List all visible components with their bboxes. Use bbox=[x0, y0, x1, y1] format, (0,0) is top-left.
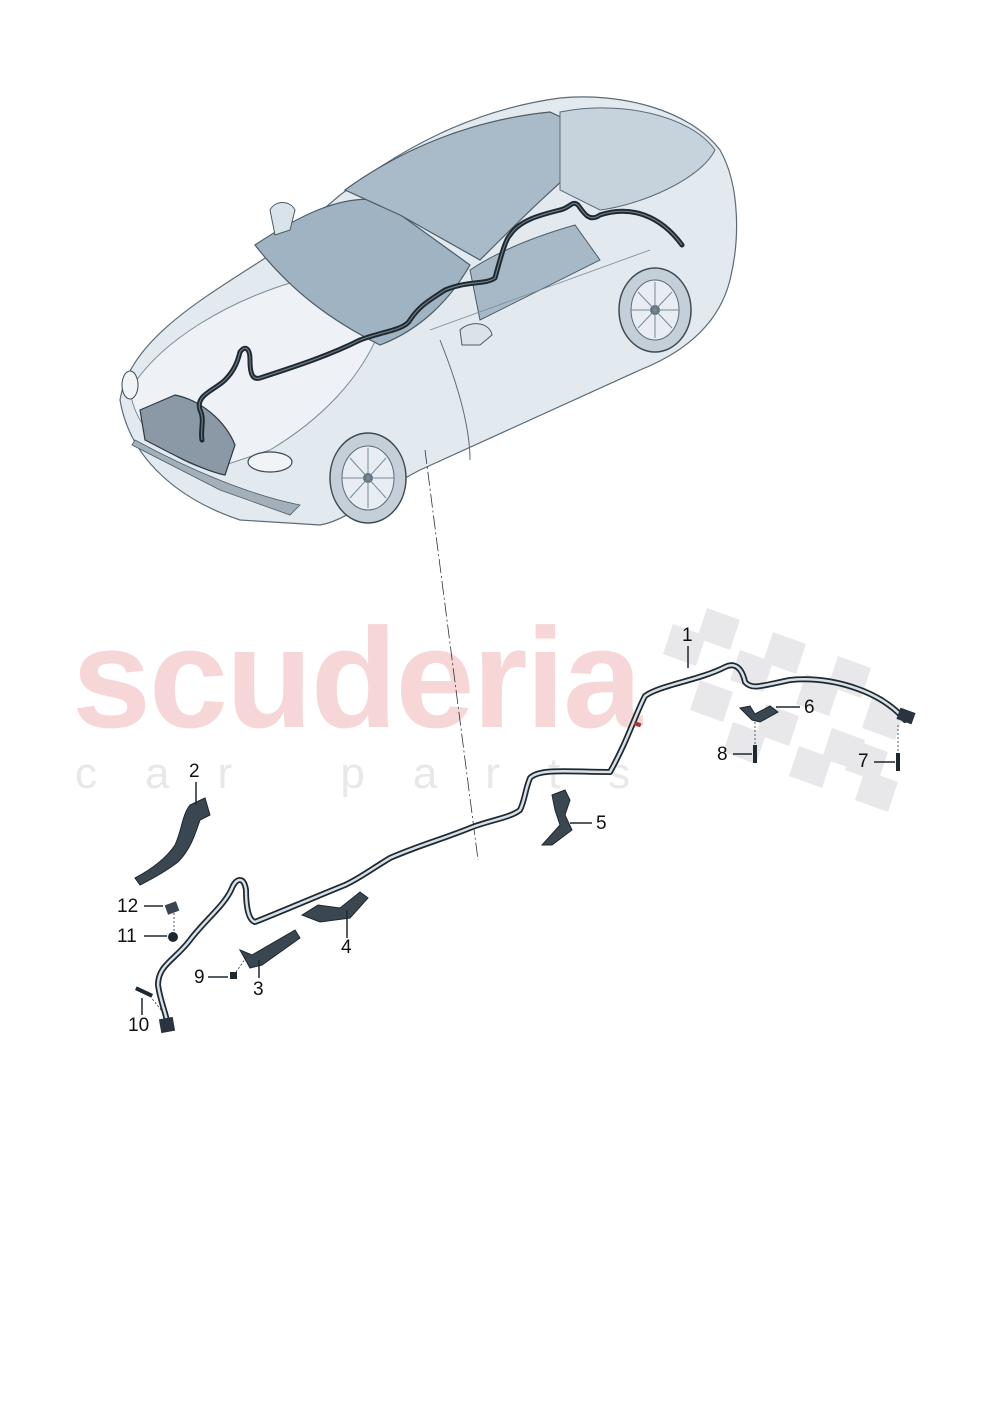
part-9-nut bbox=[230, 972, 237, 979]
callout-3[interactable]: 3 bbox=[253, 979, 264, 1000]
part-6-clip bbox=[738, 705, 779, 723]
callout-5[interactable]: 5 bbox=[596, 813, 607, 834]
part-11-nut bbox=[168, 932, 178, 942]
part-2-bracket bbox=[134, 797, 211, 886]
part-3-bracket bbox=[238, 929, 301, 969]
callout-7[interactable]: 7 bbox=[858, 751, 869, 772]
part-1-harness bbox=[155, 662, 916, 1034]
front-wheel bbox=[329, 432, 407, 524]
callout-8[interactable]: 8 bbox=[717, 744, 728, 765]
part-10-bolt bbox=[134, 986, 154, 998]
part-5-bracket bbox=[540, 789, 573, 846]
callout-12[interactable]: 12 bbox=[117, 896, 139, 917]
part-4-bracket bbox=[300, 891, 369, 923]
callout-1[interactable]: 1 bbox=[682, 625, 693, 646]
leader-lines bbox=[141, 646, 895, 1015]
callout-9[interactable]: 9 bbox=[194, 967, 205, 988]
car-illustration bbox=[119, 96, 738, 526]
reference-line bbox=[424, 449, 479, 861]
checkered-flag-watermark bbox=[663, 608, 905, 812]
callout-4[interactable]: 4 bbox=[341, 937, 352, 958]
callout-6[interactable]: 6 bbox=[804, 697, 815, 718]
watermark-brand: scuderia bbox=[72, 599, 642, 758]
part-12-clip bbox=[164, 901, 180, 915]
callout-2[interactable]: 2 bbox=[189, 761, 200, 782]
rear-wheel bbox=[618, 267, 692, 353]
callout-11[interactable]: 11 bbox=[117, 926, 137, 947]
callout-10[interactable]: 10 bbox=[128, 1015, 150, 1036]
part-7-screw bbox=[896, 753, 900, 771]
part-8-screw bbox=[753, 745, 757, 763]
